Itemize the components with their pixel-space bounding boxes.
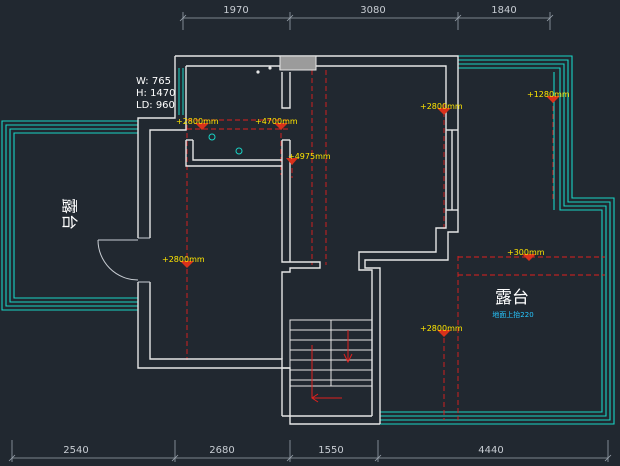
left-balcony-railing [1,120,138,311]
height-marker: +2800mm [420,324,463,337]
height-marker-label: +2800mm [420,324,463,333]
window-railing-left [174,68,184,115]
height-marker-label: +2800mm [420,102,463,111]
light-icon [208,133,216,141]
height-marker: +1280mm [527,90,570,103]
right-terrace-note: 地面上抬220 [492,310,533,319]
height-marker: +4975mm [286,152,331,165]
window-width: W: 765 [136,76,171,87]
top-dimension-2: 3080 [360,5,385,16]
window-height: H: 1470 [136,88,176,99]
height-marker-label: +4975mm [288,152,331,161]
fixture-dot [256,70,260,74]
fixture-dot [268,66,272,70]
bottom-dimension-4: 4440 [478,445,503,456]
height-marker-label: +300mm [507,248,545,257]
stair-arrows [311,330,353,403]
height-marker-label: +2800mm [176,117,219,126]
right-terrace-railing [380,55,615,425]
top-dimension-3: 1840 [491,5,516,16]
right-terrace-label: 露台 [495,288,529,308]
door-swing [97,237,150,283]
bottom-dimension-1: 2540 [63,445,88,456]
bottom-dimension-2: 2680 [209,445,234,456]
height-marker-label: +1280mm [527,90,570,99]
walls [137,55,459,425]
vent-block [279,55,317,71]
height-marker: +300mm [507,248,545,261]
height-marker: +4700mm [255,117,298,130]
bottom-dimension-chain [8,440,612,462]
height-marker: +2800mm [420,102,463,115]
top-dimension-1: 1970 [223,5,248,16]
height-marker: +2800mm [162,255,205,268]
bottom-dimension-3: 1550 [318,445,343,456]
top-dimension-chain [179,12,554,30]
left-balcony-label: 露台 [60,198,79,230]
height-marker-label: +4700mm [255,117,298,126]
staircase [289,319,373,387]
window-sill: LD: 960 [136,100,175,111]
height-marker: +2800mm [176,117,219,130]
light-icon [235,147,243,155]
height-marker-label: +2800mm [162,255,205,264]
